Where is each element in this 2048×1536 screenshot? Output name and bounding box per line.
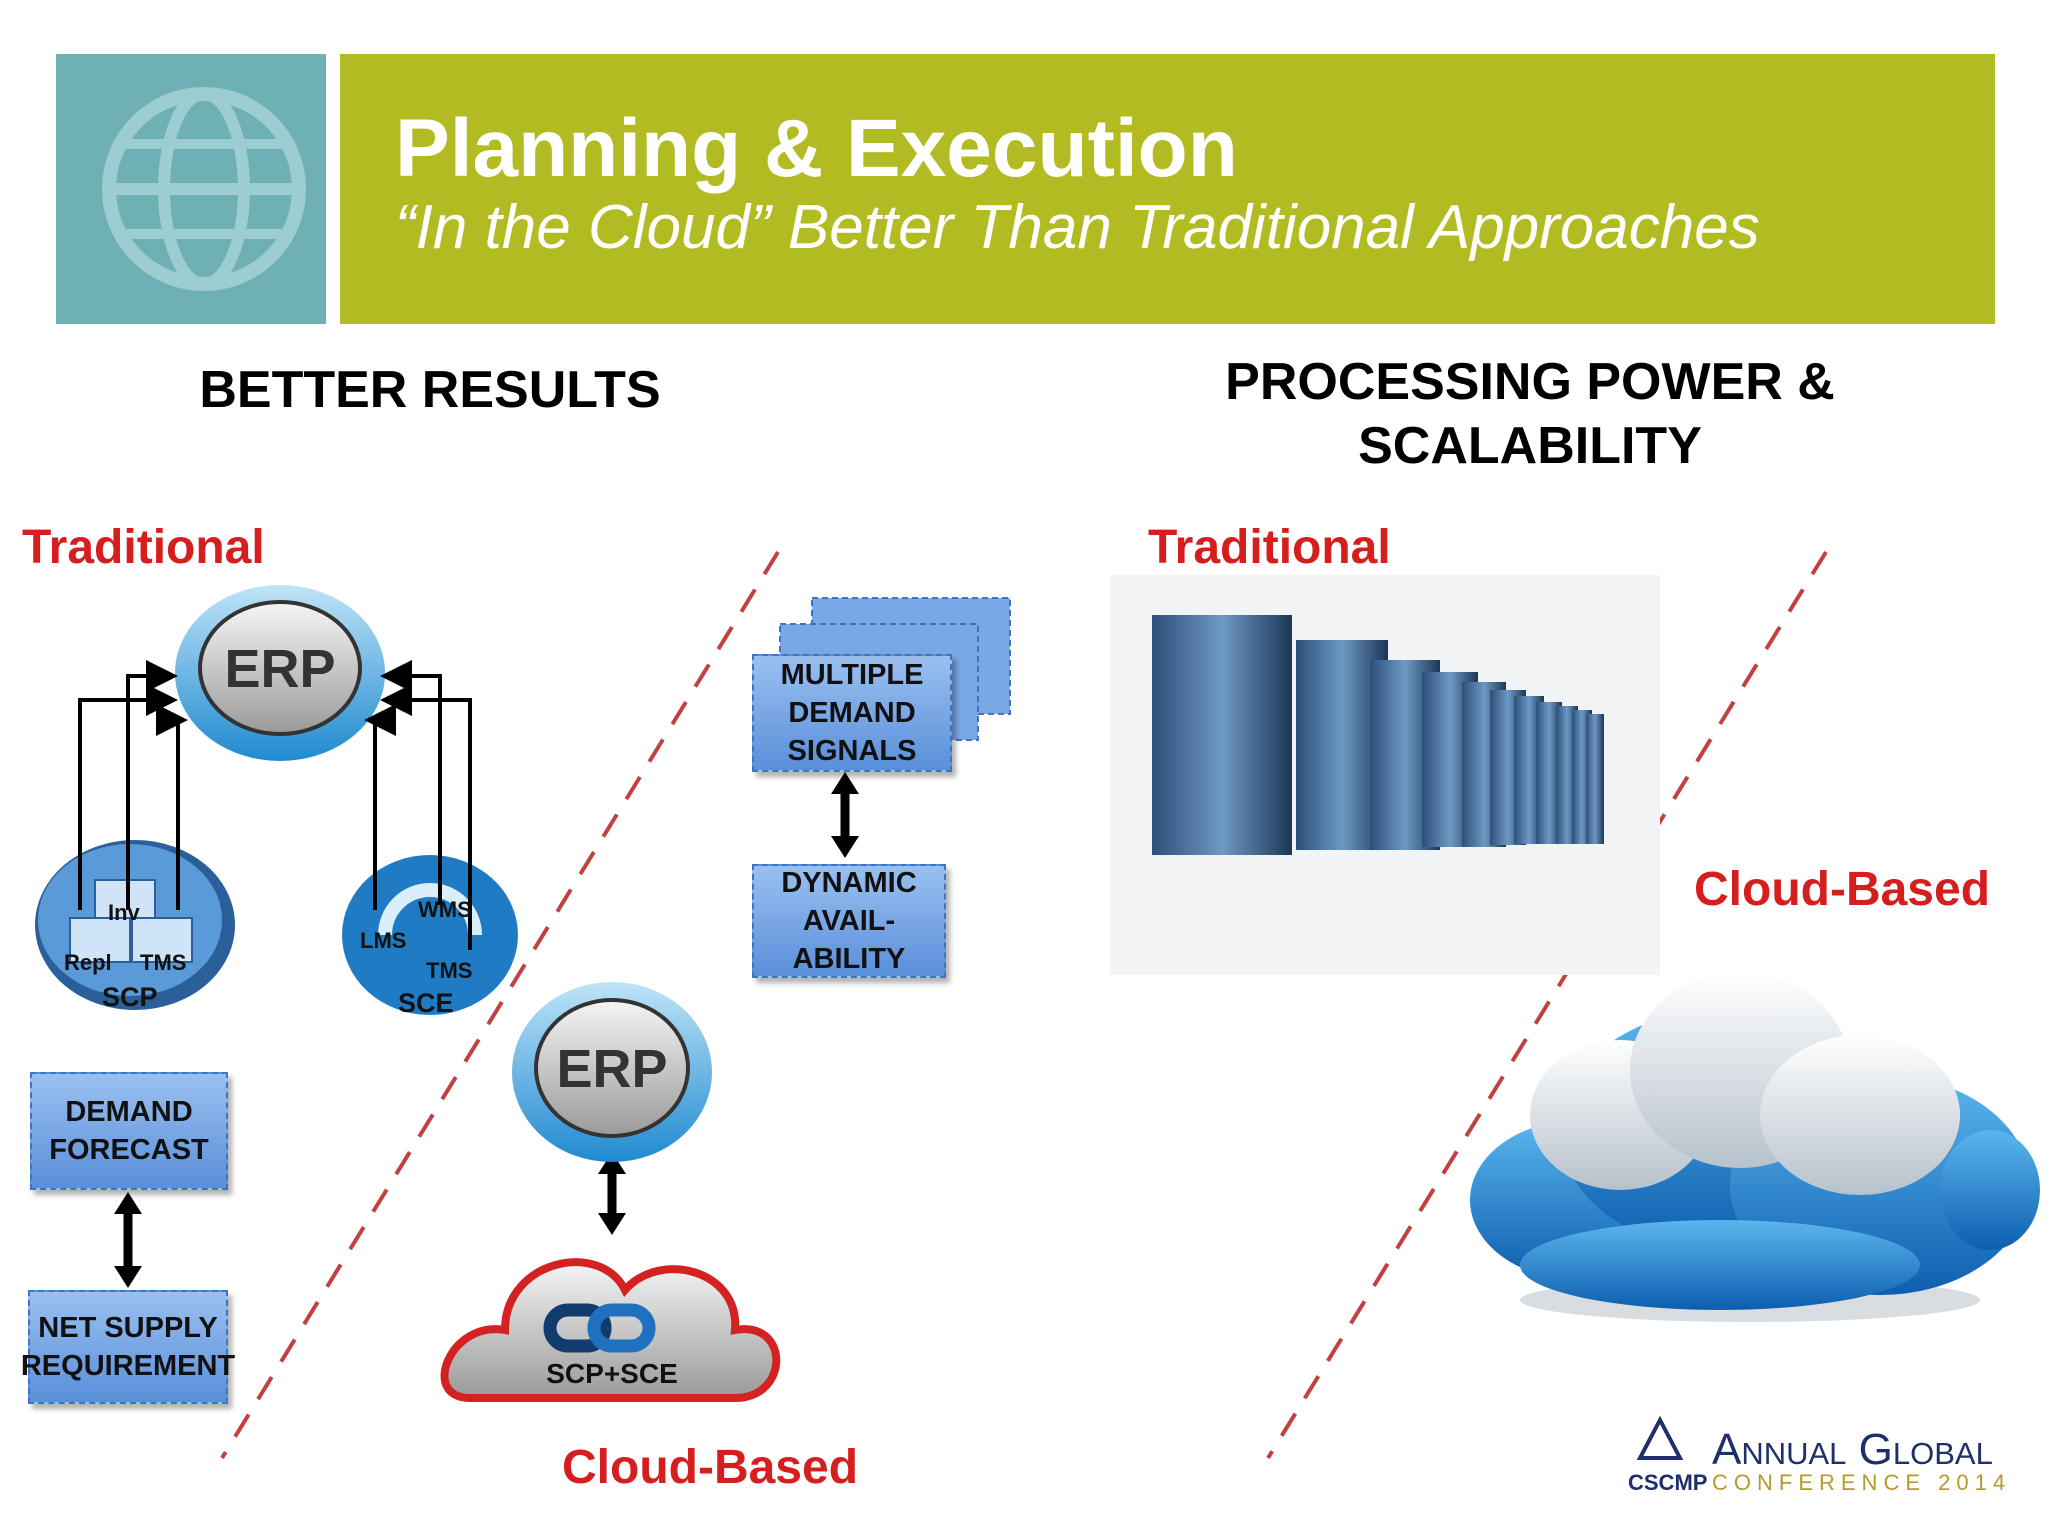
right-section-heading: PROCESSING POWER & SCALABILITY xyxy=(1225,353,1835,475)
globe-icon xyxy=(102,87,306,291)
header-icon-panel xyxy=(56,54,326,324)
sce-lms-label: LMS xyxy=(360,928,407,953)
scp-repl-label: Repl xyxy=(64,950,112,975)
footer-conference: CONFERENCE 2014 xyxy=(1712,1470,2012,1495)
double-arrow-cloud-erp xyxy=(598,1152,626,1235)
right-cloud-label: Cloud-Based xyxy=(1694,863,1991,916)
multiple-demand-signals-box: MULTIPLE DEMAND SIGNALS xyxy=(752,654,952,772)
sce-label: SCE xyxy=(398,988,454,1018)
net-supply-box: NET SUPPLY REQUIREMENT xyxy=(21,1290,235,1404)
left-traditional-label: Traditional xyxy=(22,521,265,574)
left-section-heading: BETTER RESULTS xyxy=(199,361,661,419)
erp-label-traditional: ERP xyxy=(224,639,336,699)
header-banner xyxy=(340,54,1995,324)
right-traditional-label: Traditional xyxy=(1148,521,1391,574)
server-rack-image xyxy=(1110,575,1660,975)
conference-logo-icon xyxy=(1636,1415,1684,1460)
double-arrow-signals xyxy=(831,772,859,858)
page-subtitle: “In the Cloud” Better Than Traditional A… xyxy=(395,193,1760,262)
demand-forecast-box: DEMAND FORECAST xyxy=(30,1072,228,1190)
footer-org: CSCMP xyxy=(1628,1470,1708,1495)
dynamic-availability-box: DYNAMIC AVAIL-ABILITY xyxy=(752,864,946,978)
sce-wms-label: WMS xyxy=(418,897,472,922)
erp-label-cloud: ERP xyxy=(556,1039,668,1099)
sce-tms-label: TMS xyxy=(426,958,473,983)
scp-tms-label: TMS xyxy=(140,950,187,975)
erp-ring-cloud xyxy=(512,982,712,1162)
page-title: Planning & Execution xyxy=(395,103,1238,194)
left-divider-line xyxy=(220,550,780,1460)
scp-inv-label: Inv xyxy=(108,900,140,925)
footer-annual-global: Annual Global xyxy=(1712,1425,1993,1474)
left-cloud-label: Cloud-Based xyxy=(562,1441,859,1494)
double-arrow-forecast xyxy=(114,1192,142,1288)
erp-connector-arrows xyxy=(78,660,472,950)
scp-sce-label: SCP+SCE xyxy=(546,1358,678,1389)
erp-ring-traditional xyxy=(175,585,385,761)
scp-label: SCP xyxy=(102,982,158,1012)
scp-sce-cloud xyxy=(440,1258,781,1402)
blue-cloud-image xyxy=(1470,972,2040,1322)
right-divider-line xyxy=(1266,550,1828,1460)
